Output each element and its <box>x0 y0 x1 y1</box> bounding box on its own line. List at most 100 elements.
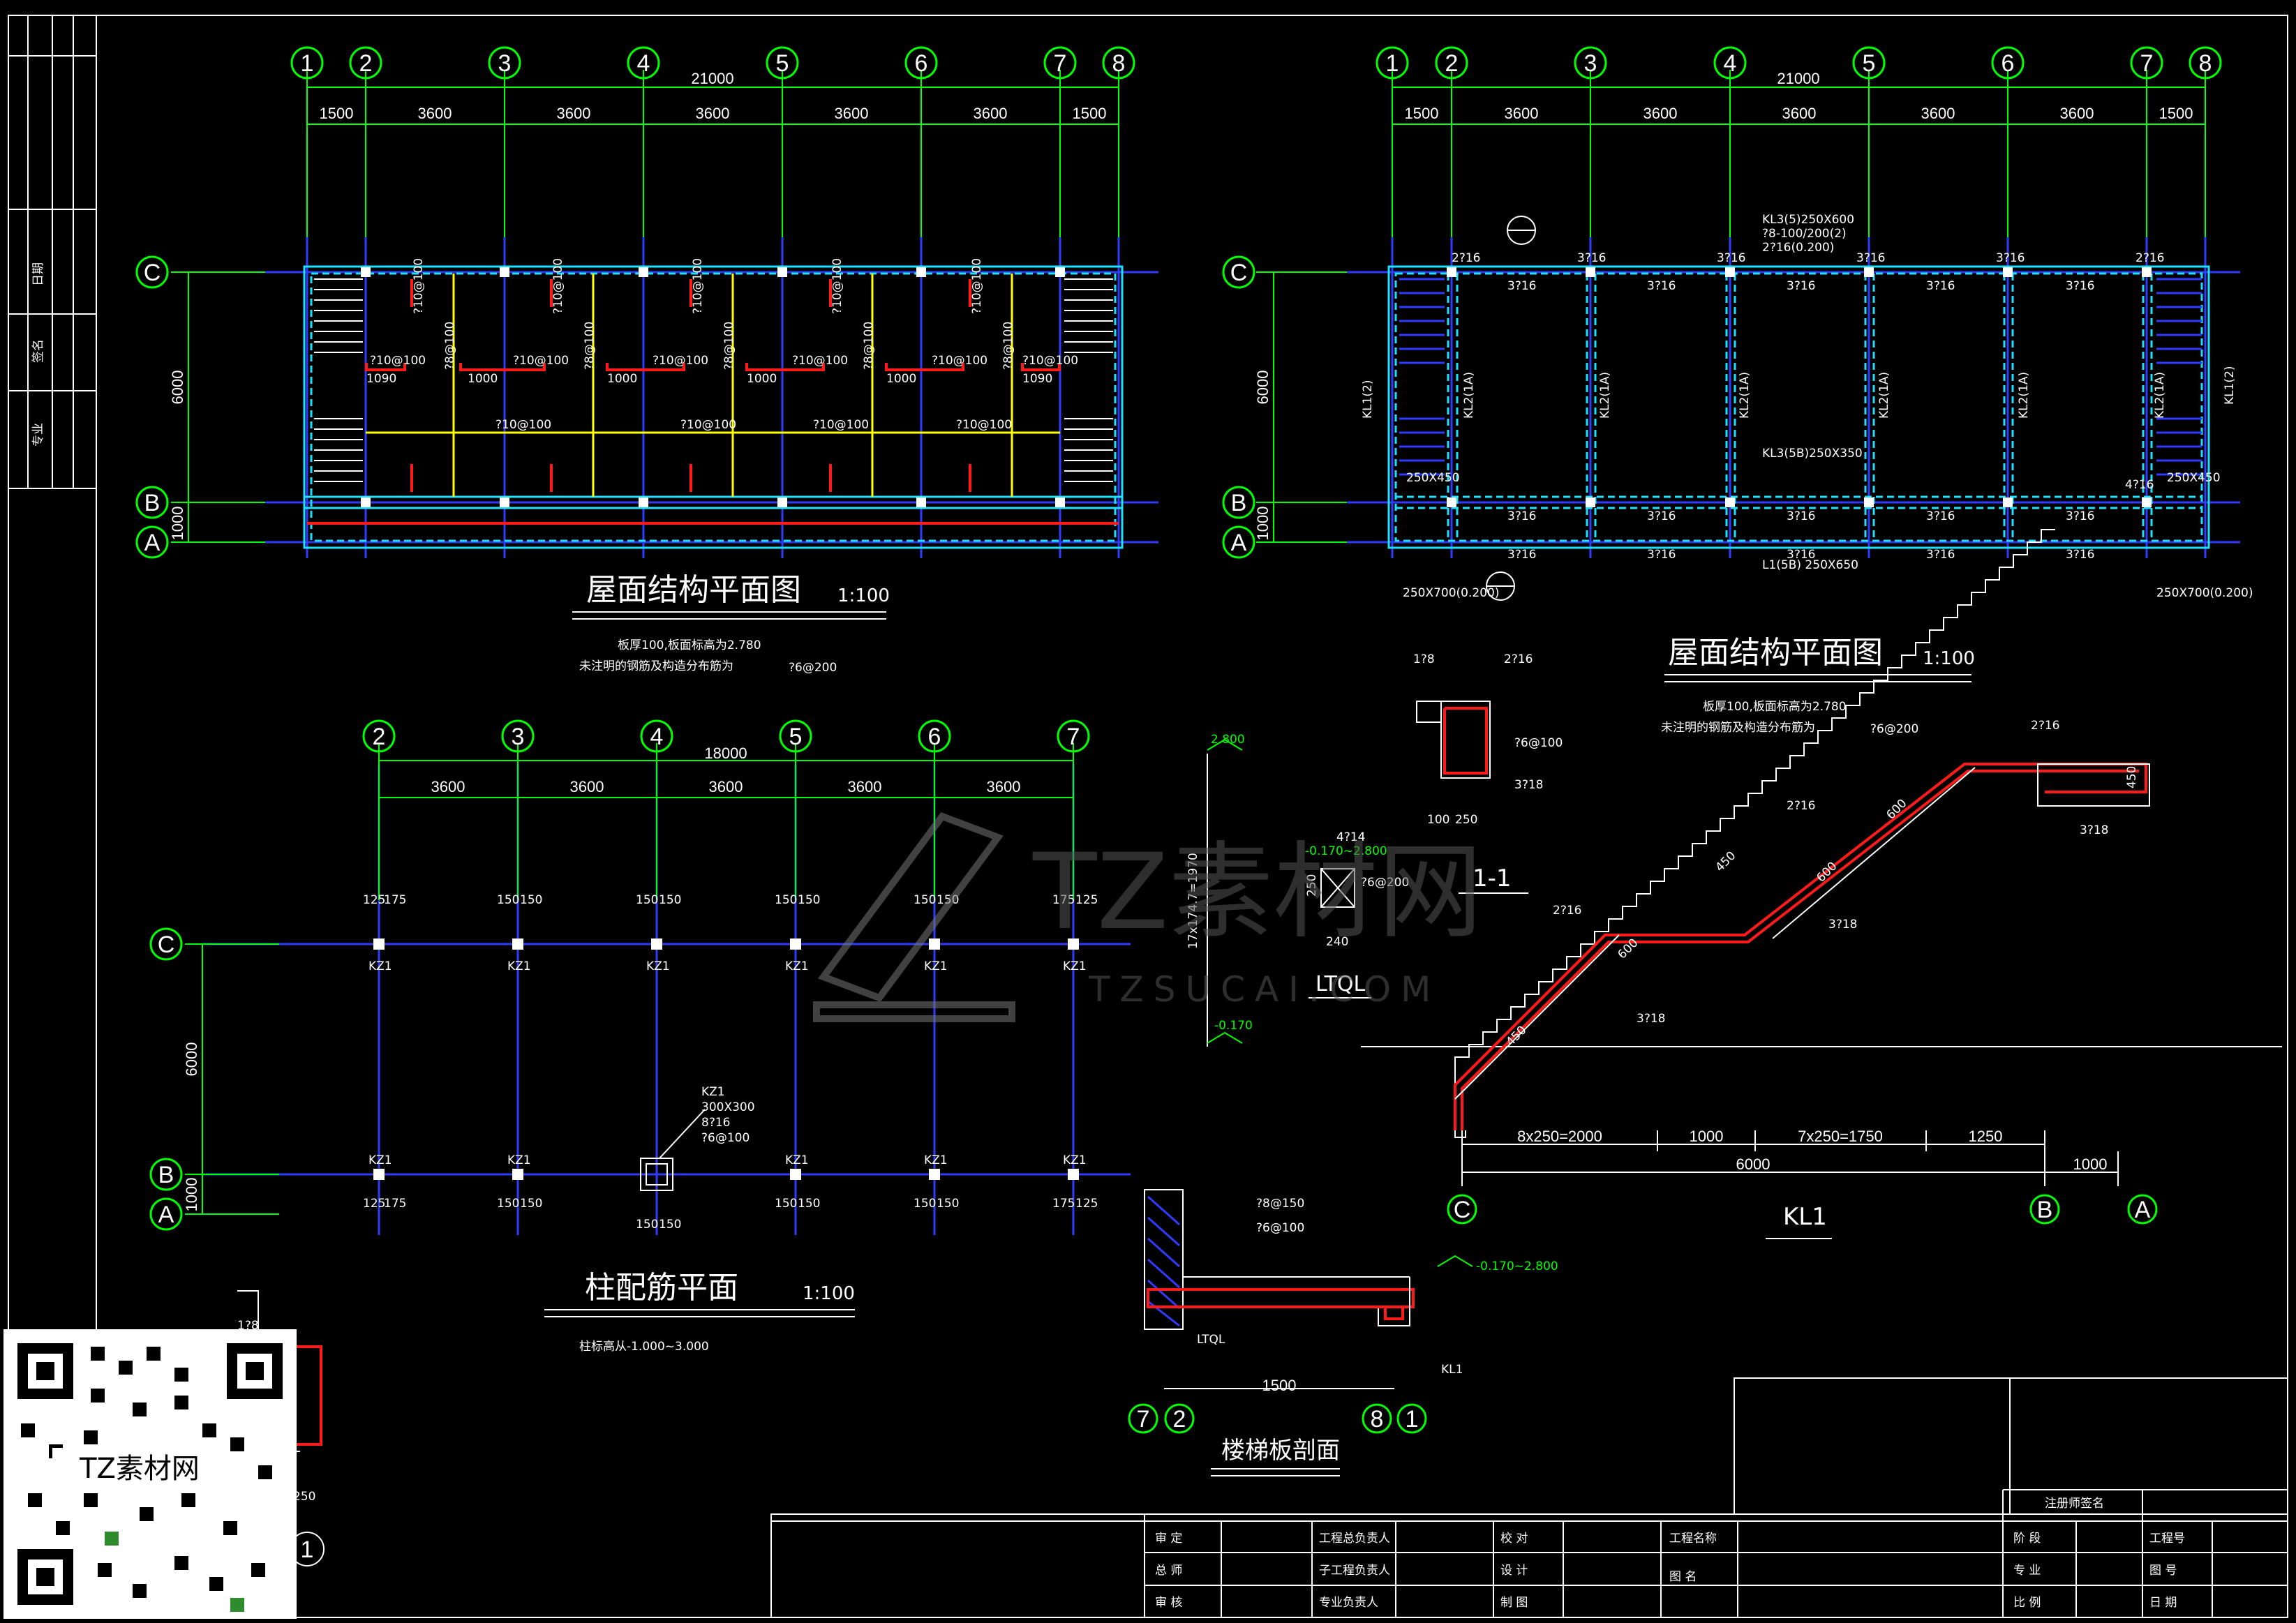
dim-span: 1500 <box>1073 105 1107 122</box>
column-dim: 150 <box>497 1197 519 1211</box>
note-slab: 板厚100,板面标高为2.780 <box>618 638 761 652</box>
dim-span: 3600 <box>696 105 730 122</box>
stair-dim: 1250 <box>1969 1128 2003 1145</box>
axis-label: 7 <box>1067 724 1080 750</box>
stair-label: 250 <box>293 1490 315 1504</box>
len-label: 1000 <box>886 372 916 386</box>
stair-label: 240 <box>1326 935 1348 949</box>
roof-plan-b: KL3(5)250X600 ?8-100/200(2) 2?16(0.200) … <box>1222 46 2253 736</box>
tb-cell: 阶 段 <box>2013 1532 2041 1546</box>
bar-label: ?10@100 <box>370 354 426 368</box>
tb-cell: 总 师 <box>1155 1564 1182 1578</box>
plan-title: 柱配筋平面 <box>585 1270 738 1306</box>
stair-label: 600 <box>1615 936 1641 962</box>
axis-label: 7 <box>1137 1406 1150 1433</box>
side-cell-sign: 签名 <box>31 339 45 363</box>
column-label: KZ1 <box>1063 959 1087 973</box>
beam-label: 2?16(0.200) <box>1762 241 1834 255</box>
column-label: KZ1 <box>785 1153 809 1167</box>
bar-label: ?10@100 <box>691 258 705 314</box>
dim-span: 3600 <box>1505 105 1539 122</box>
axis-label: 3 <box>1584 50 1597 77</box>
beam-label: 3?16 <box>1577 251 1606 265</box>
bar-label: ?10@100 <box>513 354 569 368</box>
stair-label: 450 <box>1503 1023 1529 1049</box>
side-strip: 日期 签名 专业 <box>8 15 96 489</box>
tb-cell: 制 图 <box>1500 1596 1528 1610</box>
axis-bubbles-a: 1 2 3 4 5 6 7 8 C B A <box>135 46 1135 559</box>
stair-label: 2?16 <box>1553 904 1581 918</box>
bar-label: ?8@100 <box>862 322 876 370</box>
column-plan: KZ1 300X300 8?16 ?6@100 KZ1 KZ1 KZ1 KZ1 … <box>149 719 1131 1354</box>
tb-cell: 审 定 <box>1155 1532 1182 1546</box>
stair-label: 17x174.7=1970 <box>1186 853 1200 949</box>
beam-label: ?8-100/200(2) <box>1762 227 1847 241</box>
stair-label: 3?18 <box>1637 1012 1665 1026</box>
column-dim: 150 <box>520 893 542 907</box>
note-rebar: 未注明的钢筋及构造分布筋为 <box>1661 721 1815 735</box>
tb-cell: 专 业 <box>2013 1564 2041 1578</box>
stair-label: LTQL <box>1197 1333 1225 1347</box>
stair-dim: 1500 <box>1262 1377 1297 1394</box>
stair-label: ?6@100 <box>1256 1221 1304 1235</box>
column-dim: 175 <box>1052 893 1075 907</box>
elev-label: -0.170~2.800 <box>1305 844 1387 858</box>
column-label: KZ1 <box>785 959 809 973</box>
dim-span: 3600 <box>418 105 452 122</box>
plan-scale: 1:100 <box>837 585 890 606</box>
tb-cell: 日 期 <box>2149 1596 2177 1610</box>
dim-span: 3600 <box>835 105 869 122</box>
bar-label: ?10@100 <box>412 258 426 314</box>
axis-label: 5 <box>1863 50 1876 77</box>
plan-scale: 1:100 <box>803 1283 855 1304</box>
elev-label: -0.170~2.800 <box>1476 1259 1558 1273</box>
axis-label: A <box>2135 1197 2151 1223</box>
dim-span: 3600 <box>2060 105 2094 122</box>
dim-span: 3600 <box>1921 105 1955 122</box>
column-label: KZ1 <box>368 1153 392 1167</box>
beam-label: 3?16 <box>2066 279 2094 293</box>
beam-label: 3?16 <box>1647 279 1676 293</box>
stair-dim: 1000 <box>1690 1128 1724 1145</box>
len-label: 1090 <box>366 372 396 386</box>
len-label: 1000 <box>747 372 777 386</box>
plan-title: 屋面结构平面图 <box>1668 635 1883 671</box>
beam-label: 2?16 <box>2135 251 2164 265</box>
axis-label: 4 <box>637 50 650 77</box>
axis-label: 1 <box>1386 50 1399 77</box>
axis-label: C <box>1454 1197 1471 1223</box>
stair-label: 3?18 <box>1828 918 1857 932</box>
bar-label: ?8@100 <box>443 322 457 370</box>
beam-label: 3?16 <box>1787 509 1815 523</box>
plan-scale: 1:100 <box>1923 648 1975 669</box>
beam-label: L1(5B) 250X650 <box>1762 558 1858 572</box>
stair-dim: 8x250=2000 <box>1517 1128 1602 1145</box>
axis-label: B <box>144 490 161 516</box>
tb-cell: 设 计 <box>1500 1564 1528 1578</box>
beam-label: 250X700(0.200) <box>2156 586 2253 600</box>
beam-label: 4?16 <box>2125 478 2154 492</box>
column-dim: 150 <box>520 1197 542 1211</box>
stair-label: 4?14 <box>1336 830 1365 844</box>
beam-label: 3?16 <box>1507 279 1536 293</box>
beam-label: KL2(1A) <box>1738 372 1752 419</box>
plan-title: 屋面结构平面图 <box>586 572 801 608</box>
dim-span: 3600 <box>709 778 743 795</box>
column-label: KZ1 <box>646 959 670 973</box>
axis-label: 6 <box>2001 50 2015 77</box>
dim-total: 21000 <box>691 70 733 87</box>
stair-label: 3?18 <box>1514 778 1543 792</box>
axis-label: C <box>144 260 161 286</box>
column-label: KZ1 <box>924 959 948 973</box>
stair-label: 100 <box>1427 813 1449 827</box>
outer-frame <box>8 15 2288 1618</box>
axis-label: 8 <box>1112 50 1126 77</box>
stair-label: 2?16 <box>1787 799 1815 813</box>
note-slab: 板厚100,板面标高为2.780 <box>1703 700 1847 714</box>
beam-label: 3?16 <box>1647 548 1676 562</box>
dim-total: 21000 <box>1777 70 1819 87</box>
dim-span: 3600 <box>431 778 465 795</box>
axis-label: 2 <box>373 724 386 750</box>
len-label: 1000 <box>468 372 498 386</box>
bar-label: ?10@100 <box>495 418 551 432</box>
